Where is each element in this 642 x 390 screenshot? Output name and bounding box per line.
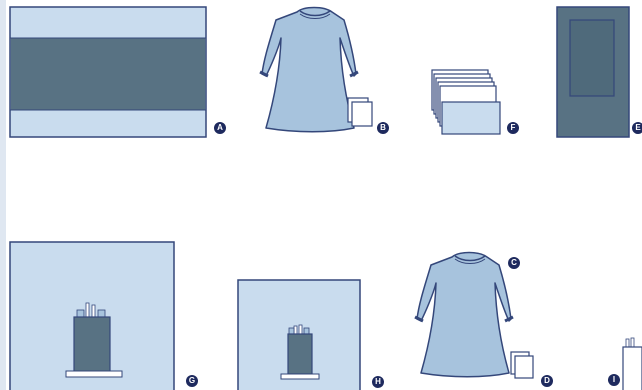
badge-g: G <box>186 375 198 387</box>
drape-with-pouch-large-icon <box>0 235 220 390</box>
badge-c: C <box>508 257 520 269</box>
item-e-fenestrated-drape: E <box>550 0 642 150</box>
paper-towels-icon <box>505 346 545 386</box>
badge-h: H <box>372 376 384 388</box>
item-f-towel-stack: F <box>420 60 530 150</box>
badge-e: E <box>632 122 642 134</box>
item-c-gown: C D <box>405 245 555 390</box>
item-i-pouch: I <box>595 330 642 390</box>
towel-stack-icon <box>420 60 530 150</box>
drape-with-band-icon <box>0 0 240 150</box>
badge-d: D <box>541 375 553 387</box>
item-b-gown: B <box>250 0 400 150</box>
fenestrated-drape-icon <box>550 0 642 150</box>
item-h-drape-pouch: H <box>230 270 390 390</box>
item-a-drape: A <box>0 0 240 150</box>
drape-with-pouch-small-icon <box>230 270 390 390</box>
item-g-drape-pouch: G <box>0 235 220 390</box>
badge-a: A <box>214 122 226 134</box>
badge-f: F <box>507 122 519 134</box>
badge-i: I <box>608 374 620 386</box>
badge-b: B <box>377 122 389 134</box>
